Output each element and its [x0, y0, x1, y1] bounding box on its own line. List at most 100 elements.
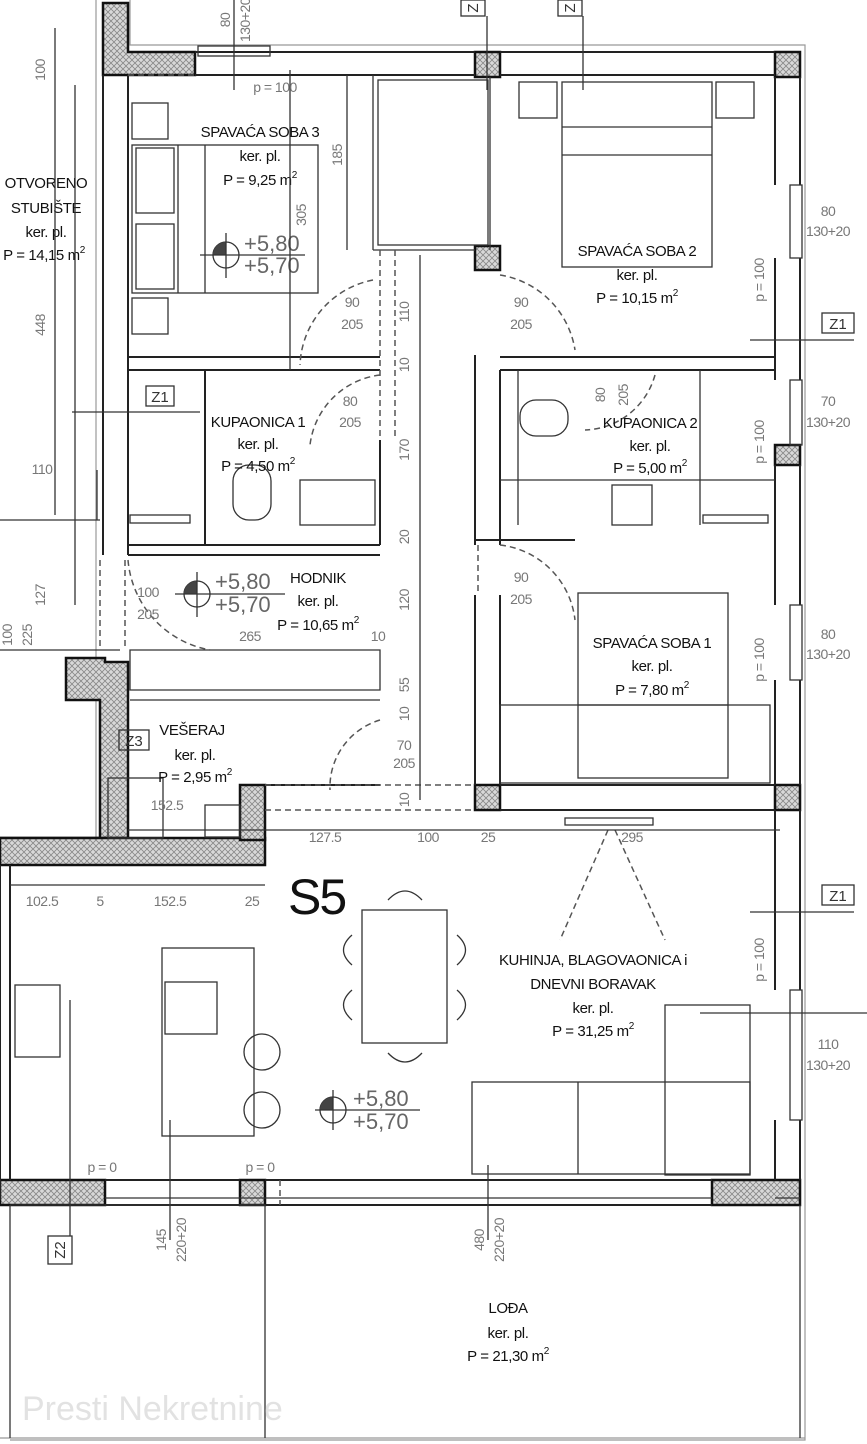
- room-floor: ker. pl.: [298, 593, 339, 610]
- dimension: 170: [396, 438, 412, 461]
- dimension: 480: [471, 1228, 487, 1251]
- furniture: [14, 79, 771, 1176]
- dimension-lines: [0, 0, 780, 1240]
- room-area-part: P = 10,65 m: [277, 617, 354, 634]
- sink: [14, 984, 61, 1058]
- walls-part: [774, 810, 801, 1180]
- dimension: 90: [345, 294, 360, 310]
- dimension: 110: [32, 461, 54, 477]
- dimension: 220+20: [491, 1217, 507, 1262]
- door-swings: [99, 74, 656, 1205]
- room-area: P = 2,95 m2: [158, 767, 233, 786]
- nightstand: [131, 297, 169, 335]
- room-area-part: 2: [629, 1021, 635, 1032]
- walls-part: [238, 783, 267, 842]
- section-tags-part: [557, 0, 583, 17]
- dimension: 10: [396, 792, 412, 807]
- room-floor: ker. pl.: [240, 148, 281, 165]
- room-area-part: 2: [684, 680, 690, 691]
- outer-boundary-part: [10, 0, 806, 1441]
- dimension: 305: [293, 203, 309, 226]
- room-area-part: P = 5,00 m: [613, 460, 682, 477]
- dimension: 127: [32, 583, 48, 606]
- dimension: 10: [396, 706, 412, 721]
- level-bottom: +5,70: [353, 1109, 409, 1134]
- outer-boundary: [0, 0, 806, 1441]
- room-area-part: 2: [354, 615, 360, 626]
- watermark: Presti Nekretnine: [22, 1390, 283, 1428]
- dimension: 80: [821, 203, 836, 219]
- windows: [105, 45, 803, 1199]
- room-area-part: 2: [290, 456, 296, 467]
- tag-z1: Z1: [829, 316, 847, 333]
- room-area-part: P = 9,25 m: [223, 172, 292, 189]
- dimension: 205: [510, 316, 533, 332]
- room-floor: ker. pl.: [175, 747, 216, 764]
- dimension: 90: [514, 569, 529, 585]
- room-area-part: P = 21,30 m: [467, 1348, 544, 1365]
- level-marker: +5,80 +5,70: [175, 569, 285, 617]
- room-label-soba1: SPAVAĆA SOBA 1 ker. pl. P = 7,80 m2: [593, 635, 712, 699]
- dimension: p = 0: [87, 1159, 117, 1175]
- wardrobe: [377, 79, 489, 246]
- dining-chairs: [342, 890, 467, 1063]
- room-name: KUPAONICA 2: [603, 415, 698, 432]
- tag-z: Z: [562, 3, 579, 12]
- room-area-part: P = 7,80 m: [615, 682, 684, 699]
- room-area: P = 21,30 m2: [467, 1346, 550, 1365]
- room-label-veseraj: VEŠERAJ ker. pl. P = 2,95 m2: [158, 722, 233, 786]
- boiler: [204, 804, 241, 838]
- walls-part: [129, 649, 381, 701]
- dimension: 80: [217, 12, 233, 27]
- level-top: +5,80: [353, 1086, 409, 1111]
- section-tags-part: [118, 729, 150, 751]
- windows-part: [789, 989, 803, 1121]
- sofa: [471, 1081, 751, 1175]
- dimension: 205: [341, 316, 364, 332]
- dimension: 90: [514, 294, 529, 310]
- room-area: P = 4,50 m2: [221, 456, 296, 475]
- level-marker-part: [200, 233, 305, 278]
- walls-part: [500, 370, 775, 525]
- dimension: 152.5: [151, 797, 184, 813]
- room-floor: ker. pl.: [617, 267, 658, 284]
- dimension: 120: [396, 588, 412, 611]
- room-label-soba2: SPAVAĆA SOBA 2 ker. pl. P = 10,15 m2: [578, 243, 697, 307]
- dimension: p = 100: [751, 937, 767, 981]
- dimension: 100: [417, 829, 440, 845]
- level-marker-part: [315, 1090, 420, 1130]
- walls: [0, 1, 802, 1438]
- level-bottom: +5,70: [244, 253, 300, 278]
- door-swings-part: [499, 274, 576, 351]
- dimension: 10: [396, 357, 412, 372]
- section-tags-part: [47, 1235, 73, 1265]
- room-floor: ker. pl.: [573, 1000, 614, 1017]
- dimension: 130+20: [806, 414, 851, 430]
- level-marker-part: [213, 242, 226, 255]
- room-name: OTVORENO: [5, 175, 88, 192]
- section-tags-part: [821, 884, 855, 906]
- dimension: p = 100: [751, 637, 767, 681]
- furniture-part: [135, 147, 175, 214]
- room-name: KUPAONICA 1: [211, 414, 306, 431]
- room-area-part: 2: [227, 767, 233, 778]
- kitchen-island: [161, 947, 255, 1137]
- room-name: STUBIŠTE: [11, 200, 82, 217]
- walls-part: [773, 443, 802, 467]
- room-floor: ker. pl.: [632, 658, 673, 675]
- room-label-loda: LOĐA ker. pl. P = 21,30 m2: [467, 1300, 550, 1365]
- room-area: P = 7,80 m2: [615, 680, 690, 699]
- tag-z3: Z3: [125, 733, 143, 750]
- windows-part: [789, 379, 803, 446]
- dimension: 265: [239, 628, 262, 644]
- dimension: 100: [0, 623, 15, 646]
- dimension: 80: [592, 387, 608, 402]
- room-area: P = 10,65 m2: [277, 615, 360, 634]
- walls-part: [0, 865, 11, 1200]
- room-label-stubiste: OTVORENO STUBIŠTE ker. pl. P = 14,15 m2: [3, 175, 88, 264]
- dimension: 130+20: [806, 1057, 851, 1073]
- dimension: 205: [510, 591, 533, 607]
- wardrobe: [499, 704, 771, 784]
- toilet: [519, 399, 569, 437]
- room-name: SPAVAĆA SOBA 1: [593, 635, 712, 652]
